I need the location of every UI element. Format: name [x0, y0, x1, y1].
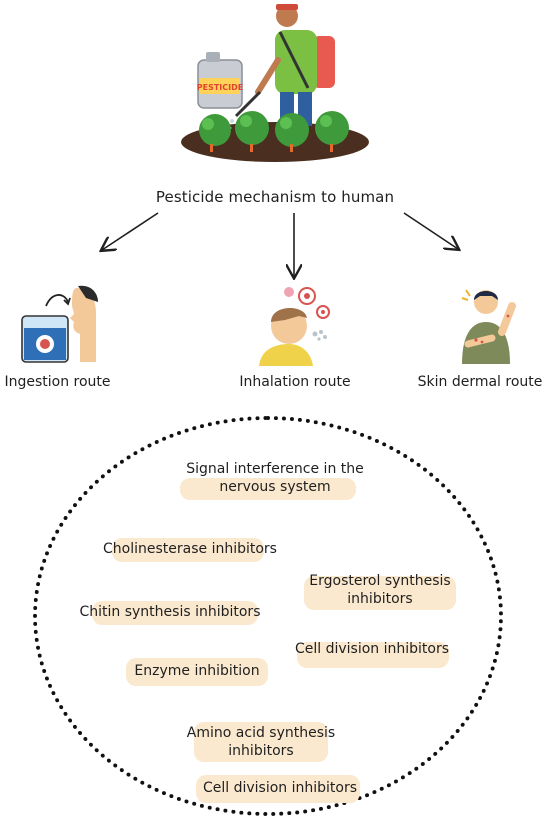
mechanism-item: Chitin synthesis inhibitors: [70, 601, 270, 625]
canister-label: PESTICIDE: [197, 83, 243, 92]
person-inhaling-icon: [259, 287, 330, 366]
glass-drinking-icon: [21, 285, 98, 363]
mechanism-label: Cell division inhibitors: [202, 780, 358, 796]
mechanism-item: Enzyme inhibition: [122, 658, 272, 686]
mechanism-label: Chitin synthesis inhibitors: [79, 604, 261, 620]
farmer-spraying-illustration: PESTICIDE: [181, 4, 369, 162]
person-skin-rash-icon: [461, 289, 516, 364]
route-label-ingestion: Ingestion route: [4, 374, 111, 390]
mechanism-item: Cell division inhibitors: [190, 775, 370, 803]
arrow-to-skin: [403, 212, 458, 249]
mechanism-label: Amino acid synthesis inhibitors: [186, 725, 336, 759]
mechanism-label: Cholinesterase inhibitors: [103, 541, 277, 557]
pesticide-canister-icon: PESTICIDE: [197, 52, 243, 109]
diagram-title: Pesticide mechanism to human: [155, 188, 395, 206]
arrow-to-ingestion: [102, 212, 159, 250]
mechanism-label: Ergosterol synthesis inhibitors: [309, 573, 451, 607]
route-label-skin-dermal: Skin dermal route: [417, 374, 543, 390]
mechanism-label: Enzyme inhibition: [134, 663, 260, 679]
crop-plants: [199, 111, 349, 152]
sprayer-tank: [313, 36, 335, 88]
mechanism-item: Ergosterol synthesis inhibitors: [298, 572, 462, 610]
mechanism-circle: [33, 416, 503, 816]
mechanism-item: Amino acid synthesis inhibitors: [176, 722, 346, 762]
mechanism-item: Cholinesterase inhibitors: [100, 538, 280, 562]
route-arrows: [0, 212, 550, 285]
mechanism-item: Signal interference in the nervous syste…: [180, 460, 370, 500]
mechanism-label: Cell division inhibitors: [294, 641, 450, 657]
route-label-inhalation: Inhalation route: [239, 374, 351, 390]
mechanism-item: Cell division inhibitors: [287, 640, 457, 668]
farmer-head: [276, 5, 298, 27]
mechanism-label: Signal interference in the nervous syste…: [186, 461, 364, 495]
